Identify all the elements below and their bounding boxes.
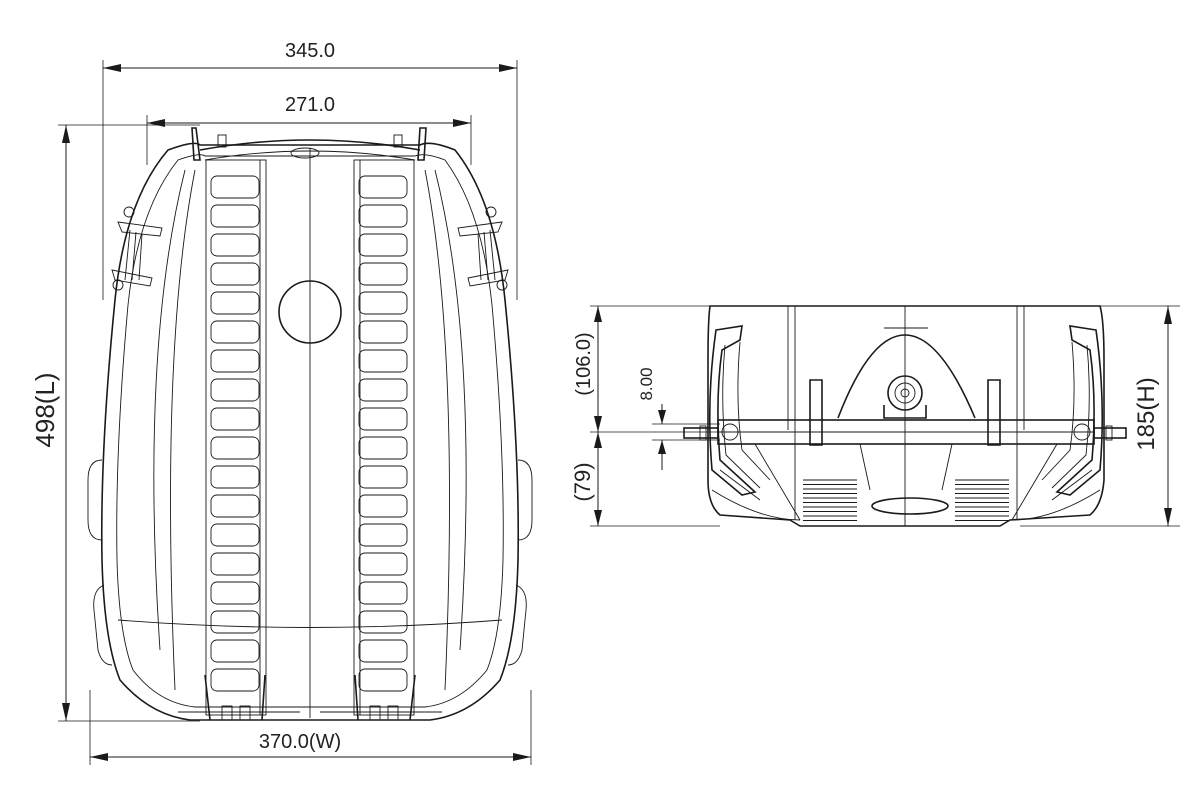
rib-slot (210, 494, 260, 518)
rib-slot (358, 436, 408, 460)
rib-slot (210, 523, 260, 547)
rib-slot (210, 349, 260, 373)
rib-slot (210, 204, 260, 228)
rib-slot (210, 320, 260, 344)
rib-slot (210, 610, 260, 634)
dim-498-length: 498(L) (30, 372, 60, 447)
rib-slots-right (358, 175, 408, 692)
foot-ribs-left (803, 479, 857, 521)
side-view: 185(H) (106.0) (79) 8.00 (570, 305, 1180, 527)
rib-slot (358, 291, 408, 315)
rib-slot (210, 668, 260, 692)
rib-slot (358, 465, 408, 489)
rib-slot (210, 552, 260, 576)
rib-slot (210, 291, 260, 315)
rib-slot (210, 639, 260, 663)
rib-slot (358, 175, 408, 199)
top-view: 345.0 271.0 498(L) 370.0(W) (30, 40, 533, 765)
dim-345: 345.0 (285, 40, 335, 62)
rib-slot (358, 668, 408, 692)
rib-slot (358, 320, 408, 344)
dim-8-offset: 8.00 (637, 367, 656, 400)
rib-slot (210, 233, 260, 257)
rib-slot (210, 465, 260, 489)
dim-185-height: 185(H) (1133, 377, 1160, 450)
rib-slot (210, 581, 260, 605)
rib-slot (210, 407, 260, 431)
rib-slot (210, 262, 260, 286)
dim-271: 271.0 (285, 94, 335, 116)
rib-slot (358, 610, 408, 634)
rib-slot (358, 262, 408, 286)
rib-slot (358, 581, 408, 605)
foot-ribs-right (955, 479, 1009, 521)
rib-slot (358, 639, 408, 663)
rib-slot (358, 204, 408, 228)
rib-slot (358, 349, 408, 373)
rib-slot (358, 494, 408, 518)
rib-slot (210, 378, 260, 402)
rib-slot (210, 436, 260, 460)
rib-slot (358, 233, 408, 257)
dim-106-upper: (106.0) (573, 332, 595, 395)
dim-79-lower: (79) (570, 462, 595, 501)
rib-slot (358, 407, 408, 431)
rib-slot (358, 552, 408, 576)
rib-slot (210, 175, 260, 199)
rib-slot (358, 378, 408, 402)
dim-370-width: 370.0(W) (259, 731, 341, 753)
rib-slots-left (210, 175, 260, 692)
rib-slot (358, 523, 408, 547)
